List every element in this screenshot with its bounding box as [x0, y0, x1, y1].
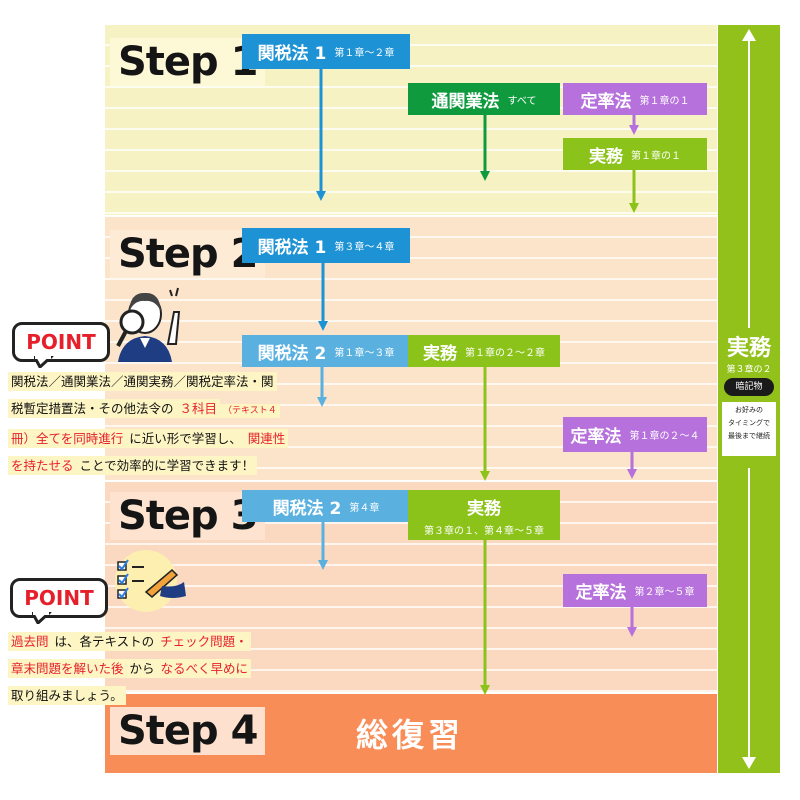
step4-title: 総復習 [355, 716, 464, 754]
point1-label: POINT [12, 322, 110, 362]
step1-label: Step 1 [110, 38, 266, 86]
step3-teiritsu-box: 定率法第２章～５章 [563, 574, 707, 607]
point1-tail [34, 356, 54, 368]
step2-teiritsu-box: 定率法第１章の２～４ [563, 417, 707, 452]
step3-label: Step 3 [110, 492, 266, 540]
step1-tsukan-box: 通関業法すべて [408, 83, 560, 115]
point2-tail [32, 612, 52, 624]
point2-label: POINT [10, 578, 108, 618]
side-title: 実務 [726, 336, 771, 361]
person-magnifier-icon [116, 287, 181, 362]
step2-label: Step 2 [110, 230, 266, 278]
step2-jitsumu-box: 実務第１章の２～２章 [408, 335, 560, 367]
step4-label: Step 4 [110, 707, 266, 755]
step1-jitsumu-box: 実務第１章の１ [563, 138, 707, 170]
point2-text: 過去問は、各テキストのチェック問題・ 章末問題を解いた後からなるべく早めに 取り… [8, 628, 252, 709]
checklist-pen-icon [115, 550, 186, 612]
side-badge: 暗記物 [724, 378, 774, 396]
side-note: お好みの タイミングで 最後まで継続 [722, 402, 776, 456]
side-subtitle: 第３章の２ [726, 365, 772, 375]
step1-teiritsu-box: 定率法第１章の１ [563, 83, 707, 115]
step3-jitsumu-box: 実務 第３章の１、第４章～５章 [408, 490, 560, 540]
